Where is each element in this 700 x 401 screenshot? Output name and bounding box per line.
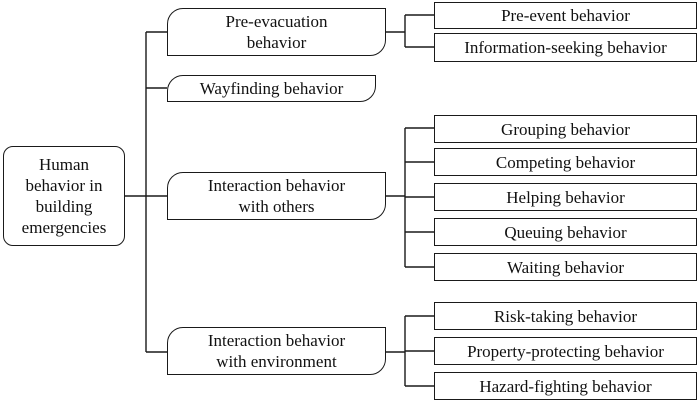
leaf-label: Pre-event behavior — [501, 6, 630, 25]
node-label-line: Wayfinding behavior — [199, 79, 344, 98]
root-label-line: Human — [38, 155, 90, 174]
leaf-hazard-fighting: Hazard-fighting behavior — [434, 372, 697, 400]
root-label-line: emergencies — [21, 218, 107, 237]
node-label-line: behavior — [246, 33, 307, 52]
interaction-with-environment-node: Interaction behavior with environment — [167, 327, 386, 375]
leaf-grouping: Grouping behavior — [434, 115, 697, 143]
interaction-with-others-node: Interaction behavior with others — [167, 172, 386, 220]
node-label-line: Interaction behavior — [207, 176, 346, 195]
leaf-label: Risk-taking behavior — [493, 306, 638, 326]
node-label-line: Interaction behavior — [207, 331, 346, 350]
root-label-line: behavior in — [25, 176, 103, 195]
node-label-line: with environment — [216, 352, 337, 371]
leaf-waiting: Waiting behavior — [434, 253, 697, 281]
leaf-label: Competing behavior — [495, 152, 636, 172]
leaf-pre-event: Pre-event behavior — [434, 2, 697, 29]
leaf-label: Grouping behavior — [501, 119, 630, 139]
leaf-label: Queuing behavior — [504, 222, 627, 242]
wayfinding-node: Wayfinding behavior — [167, 75, 376, 102]
leaf-label: Waiting behavior — [506, 257, 625, 277]
leaf-label: Helping behavior — [506, 187, 625, 207]
leaf-helping: Helping behavior — [434, 183, 697, 211]
leaf-property-protecting: Property-protecting behavior — [434, 337, 697, 365]
leaf-queuing: Queuing behavior — [434, 218, 697, 246]
leaf-label: Hazard-fighting behavior — [479, 376, 652, 396]
leaf-label: Property-protecting behavior — [467, 341, 664, 361]
leaf-information-seeking: Information-seeking behavior — [434, 33, 697, 62]
root-node: Human behavior in building emergencies — [3, 146, 125, 246]
root-label-line: building — [35, 197, 93, 216]
node-label-line: Pre-evacuation — [225, 12, 328, 31]
leaf-label: Information-seeking behavior — [464, 38, 667, 57]
leaf-risk-taking: Risk-taking behavior — [434, 302, 697, 330]
pre-evacuation-node: Pre-evacuation behavior — [167, 8, 386, 56]
root-label: Human behavior in building emergencies — [22, 154, 107, 238]
node-label-line: with others — [238, 197, 315, 216]
leaf-competing: Competing behavior — [434, 148, 697, 176]
